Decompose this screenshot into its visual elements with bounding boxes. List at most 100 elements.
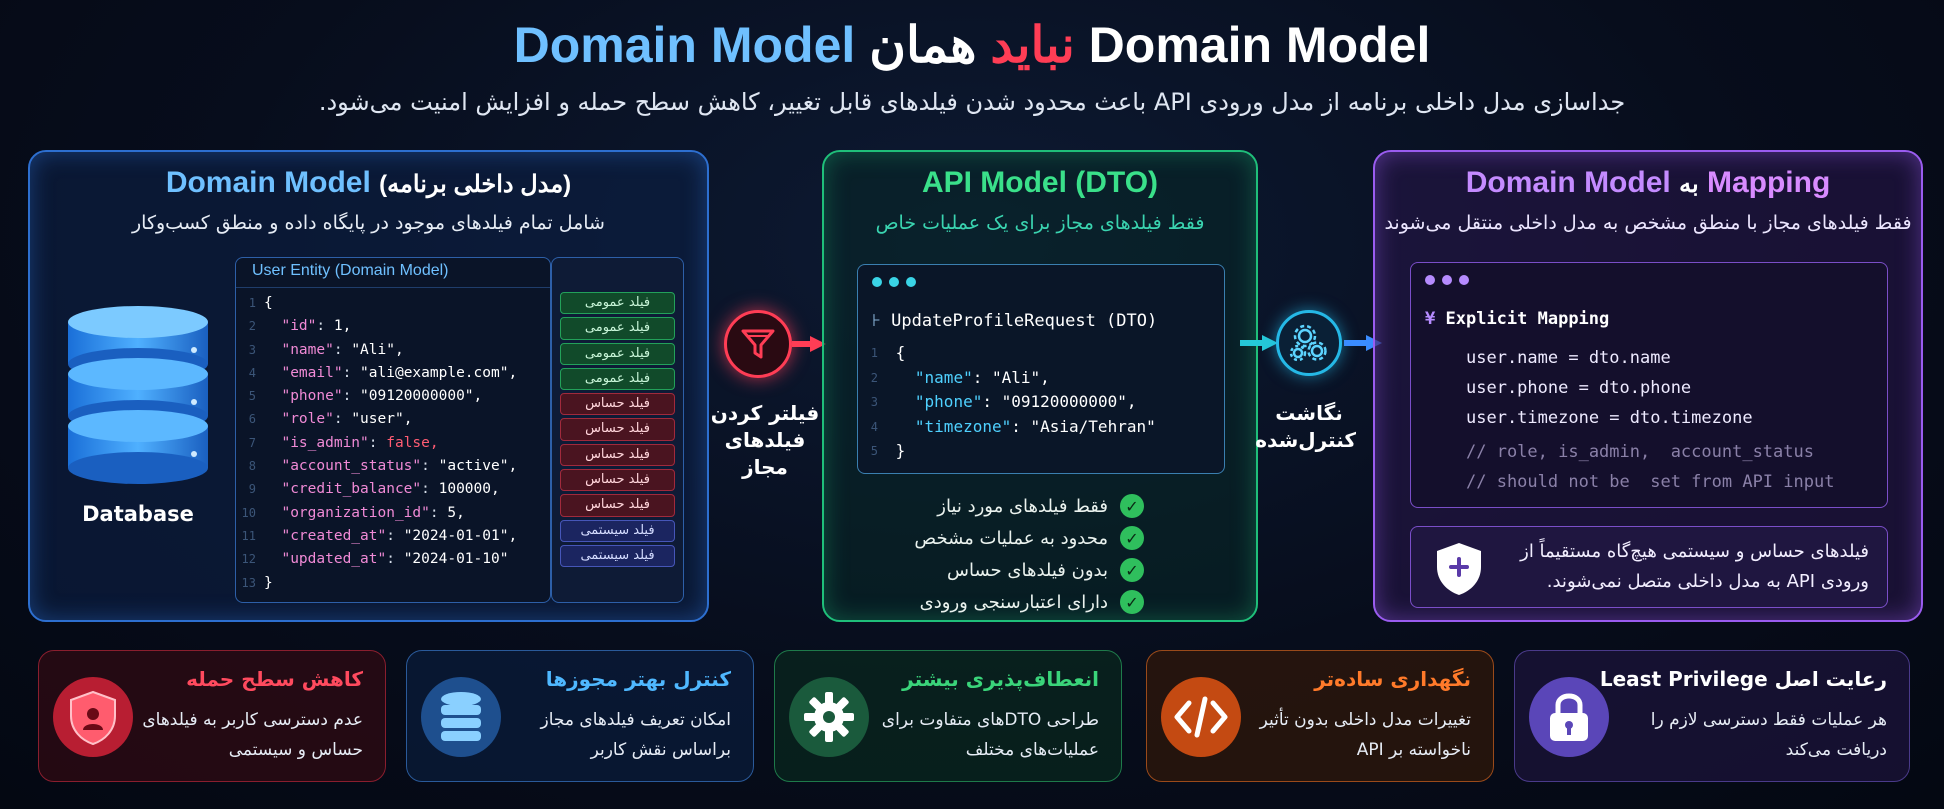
- card-title: کاهش سطح حمله: [186, 667, 363, 691]
- filter-label: فیلتر کردن فیلدهای مجاز: [700, 400, 830, 481]
- mapping-label-line1: نگاشت: [1275, 401, 1343, 425]
- code-key: "account_status": [281, 458, 422, 475]
- code-value: {: [895, 343, 906, 362]
- database-icon: [421, 677, 501, 757]
- line-number: 3: [870, 395, 878, 409]
- code-value: "user",: [342, 411, 413, 428]
- code-key: "name": [281, 341, 334, 358]
- code-line: 1{: [236, 292, 550, 315]
- arrow-right-icon: [792, 336, 826, 352]
- field-tag-public: فیلد عمومی: [560, 367, 675, 391]
- code-value: "09120000000",: [351, 388, 483, 405]
- field-tag-sensitive: فیلد حساس: [560, 418, 675, 441]
- dto-header-text: UpdateProfileRequest (DTO): [891, 311, 1158, 331]
- check-item-label: دارای اعتبارسنجی ورودی: [919, 591, 1108, 613]
- card-title: کنترل بهتر مجوزها: [545, 667, 731, 691]
- check-item: ✓محدود به عملیات مشخص: [884, 522, 1144, 554]
- code-value: : "Ali",: [972, 367, 1050, 387]
- check-item: ✓فقط فیلدهای مورد نیاز: [884, 490, 1144, 522]
- domain-panel-title: Domain Model (مدل داخلی برنامه): [30, 166, 707, 200]
- code-value: 1,: [325, 318, 352, 335]
- benefit-card-permissions: کنترل بهتر مجوزها امکان تعریف فیلدهای مج…: [406, 650, 754, 782]
- mapping-code-header: ¥ Explicit Mapping: [1425, 309, 1609, 329]
- code-key: "phone": [914, 392, 983, 411]
- line-number: 2: [248, 319, 256, 334]
- code-value: 5,: [438, 504, 465, 521]
- code-line: 13}: [236, 572, 550, 595]
- code-value: : "09120000000",: [982, 392, 1137, 411]
- gear-icon: [789, 677, 869, 757]
- line-number: 11: [241, 528, 256, 543]
- code-key: "phone": [281, 388, 343, 405]
- code-line: 4 "timezone": "Asia/Tehran": [858, 415, 1224, 440]
- mapping-panel-subtitle: فقط فیلدهای مجاز با منطق مشخص به مدل داخ…: [1384, 212, 1912, 234]
- code-brackets-icon: [1161, 677, 1241, 757]
- card-title: رعایت اصل Least Privilege: [1599, 667, 1887, 691]
- line-number: 3: [248, 342, 256, 357]
- title-domain-model-2: Domain Model: [513, 17, 856, 73]
- code-value: "2024-01-10": [394, 551, 509, 568]
- check-item-label: بدون فیلدهای حساس: [947, 559, 1108, 581]
- code-value: }: [264, 574, 273, 591]
- arrow-right-icon: [1240, 335, 1278, 351]
- line-number: 2: [870, 370, 878, 385]
- database-icon: [58, 302, 218, 532]
- mapping-step-label: نگاشت کنترل‌شده: [1255, 400, 1356, 454]
- check-item-label: محدود به عملیات مشخص: [914, 527, 1108, 549]
- line-number: 5: [248, 389, 256, 404]
- code-line: 4 "email": "ali@example.com",: [236, 362, 550, 385]
- title-same-as: همان: [869, 17, 977, 73]
- api-panel-title: API Model (DTO): [921, 166, 1159, 199]
- mapping-panel: Domain Model به Mapping فقط فیلدهای مجاز…: [1373, 150, 1923, 622]
- code-value: "2024-01-01",: [394, 527, 518, 544]
- line-number: 4: [248, 365, 256, 380]
- code-comment: // should not be set from API input: [1466, 472, 1835, 492]
- field-tag-public: فیلد عمومی: [560, 292, 675, 315]
- line-number: 1: [248, 296, 256, 310]
- field-tag-sensitive: فیلد حساس: [560, 494, 675, 517]
- mapping-title-en2: Mapping: [1706, 166, 1831, 199]
- card-desc: امکان تعریف فیلدهای مجاز براساس نقش کارب…: [540, 710, 731, 760]
- page-subtitle: جداسازی مدل داخلی برنامه از مدل ورودی AP…: [318, 88, 1626, 116]
- mapping-title-en1: Domain Model: [1465, 166, 1671, 199]
- card-title: نگهداری ساده‌تر: [1314, 667, 1471, 691]
- filter-label-line2: فیلدهای مجاز: [724, 428, 806, 479]
- mapping-title-fa: به: [1679, 171, 1699, 198]
- line-number: 10: [241, 505, 256, 520]
- title-should-not: نباید: [990, 17, 1075, 73]
- code-key: "updated_at": [281, 551, 387, 568]
- card-desc: تغییرات مدل داخلی بدون تأثیر ناخواسته بر…: [1259, 710, 1471, 760]
- code-statement: user.timezone = dto.timezone: [1466, 408, 1753, 428]
- file-icon: ⊦: [872, 311, 881, 331]
- benefit-card-least-privilege: رعایت اصل Least Privilege هر عملیات فقط …: [1514, 650, 1910, 782]
- code-line: 5 }: [858, 439, 1224, 464]
- code-statement: user.name = dto.name: [1466, 348, 1671, 368]
- code-comment: // role, is_admin, account_status: [1466, 442, 1814, 462]
- benefit-card-flexibility: انعطاف‌پذیری بیشتر طراحی DTOهای متفاوت ب…: [774, 650, 1122, 782]
- window-dots-icon: [1425, 275, 1469, 285]
- code-key: "organization_id": [281, 504, 430, 521]
- mapping-panel-title: Domain Model به Mapping: [1375, 166, 1921, 200]
- code-line: 6 "role": "user",: [236, 408, 550, 431]
- code-line: 12 "updated_at": "2024-01-10": [236, 548, 550, 571]
- user-entity-code-lines: 1{2 "id": 1,3 "name": "Ali",4 "email": "…: [236, 292, 550, 595]
- card-desc: طراحی DTOهای متفاوت برای عملیات‌های مختل…: [881, 710, 1099, 760]
- field-tag-public: فیلد عمومی: [560, 317, 675, 340]
- code-value: false,: [377, 434, 439, 451]
- line-number: 9: [248, 482, 256, 497]
- field-tag-sensitive: فیلد حساس: [560, 443, 675, 467]
- card-desc: هر عملیات فقط دسترسی لازم را دریافت می‌ک…: [1650, 710, 1887, 760]
- line-number: 1: [870, 346, 878, 360]
- code-key: "name": [914, 367, 973, 387]
- code-line: 2 "name": "Ali",: [858, 366, 1224, 391]
- code-line: 3 "phone": "09120000000",: [858, 390, 1224, 415]
- code-line: 10 "organization_id": 5,: [236, 502, 550, 525]
- api-model-panel: API Model (DTO) فقط فیلدهای مجاز برای یک…: [822, 150, 1258, 622]
- line-number: 12: [241, 552, 256, 567]
- field-tag-sensitive: فیلد حساس: [560, 469, 675, 492]
- line-number: 4: [870, 419, 878, 434]
- code-line: 8 "account_status": "active",: [236, 455, 550, 478]
- dto-benefit-list: ✓فقط فیلدهای مورد نیاز✓محدود به عملیات م…: [884, 490, 1144, 618]
